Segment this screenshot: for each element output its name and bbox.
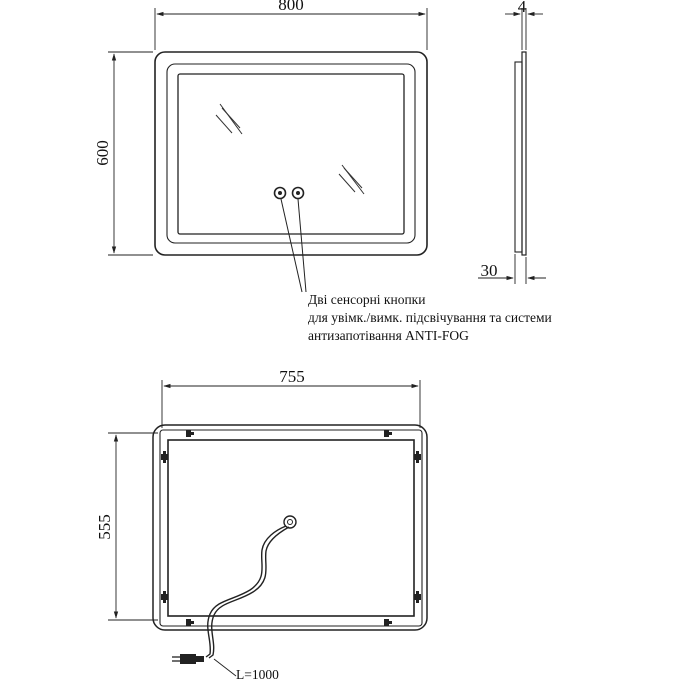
front-mirror-outer xyxy=(154,51,428,256)
side-depth-dimension xyxy=(478,254,546,284)
front-view: 800 600 Дві сенсорні кнопки для увімк./в… xyxy=(93,0,552,343)
back-mount-clips xyxy=(161,430,421,626)
touch-button-left xyxy=(273,186,287,200)
back-height-label: 555 xyxy=(95,514,114,540)
touch-button-right xyxy=(291,186,305,200)
touch-buttons-note-line-2: для увімк./вимк. підсвічування та систем… xyxy=(308,310,552,325)
side-thickness-label: 4 xyxy=(518,0,527,16)
side-thickness-dimension xyxy=(505,8,543,50)
side-glass xyxy=(521,51,527,256)
back-height-dimension xyxy=(108,432,158,621)
front-height-label: 600 xyxy=(93,140,112,166)
cable-length-label: L=1000 xyxy=(236,667,279,680)
side-depth-label: 30 xyxy=(481,261,498,280)
back-width-dimension xyxy=(161,380,421,428)
back-width-label: 755 xyxy=(279,367,305,386)
touch-buttons-note-line-3: антизапотівання ANTI-FOG xyxy=(308,328,469,343)
front-reflection-marks xyxy=(215,103,365,195)
front-width-dimension xyxy=(154,8,428,50)
side-mount-body xyxy=(514,61,523,253)
front-height-dimension xyxy=(108,51,153,256)
back-mount-frame-inner xyxy=(167,439,415,617)
note-leaders xyxy=(280,198,307,293)
power-cable xyxy=(205,525,287,658)
cable-length-leader xyxy=(213,658,237,677)
back-mount-frame-outer xyxy=(159,429,423,627)
front-light-strip-inner xyxy=(177,73,405,235)
power-plug xyxy=(172,654,204,664)
touch-buttons-note-line-1: Дві сенсорні кнопки xyxy=(308,292,425,307)
back-mirror-outer xyxy=(152,424,428,631)
front-width-label: 800 xyxy=(278,0,304,14)
back-view: L=1000 755 555 xyxy=(95,367,428,680)
cable-grommet xyxy=(283,515,297,529)
front-light-strip-outer xyxy=(166,63,416,244)
side-view: 4 30 xyxy=(478,0,546,284)
touch-buttons xyxy=(273,186,305,200)
